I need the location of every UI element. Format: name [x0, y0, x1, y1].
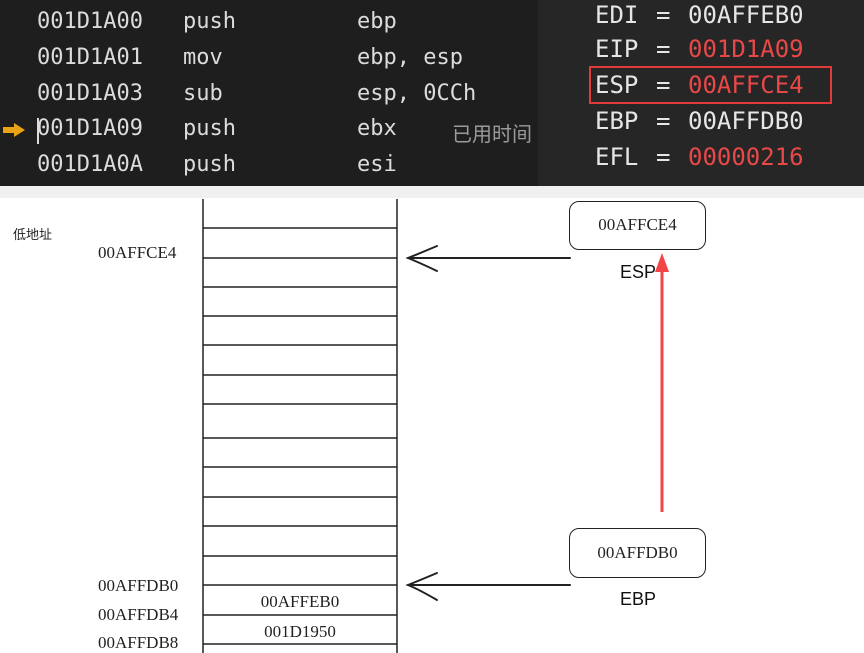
disassembly-row-current[interactable]: 001D1A09 push ebx 已用时间: [0, 112, 538, 148]
instruction-address: 001D1A03: [37, 81, 143, 106]
right-arrow-icon: [3, 123, 25, 137]
ebp-pointer-box: 00AFFDB0: [569, 528, 706, 578]
instruction-address: 001D1A0A: [37, 152, 143, 177]
stack-address-label: 00AFFDB8: [98, 633, 179, 652]
register-value: 00AFFCE4: [688, 71, 804, 99]
register-row-efl[interactable]: EFL = 00000216: [538, 142, 864, 178]
register-row-edi[interactable]: EDI = 00AFFEB0: [538, 0, 864, 36]
equals-sign: =: [656, 1, 671, 29]
elapsed-time-hint: 已用时间: [452, 122, 532, 146]
disassembly-view[interactable]: 001D1A00 push ebp 001D1A01 mov ebp, esp …: [0, 0, 538, 190]
register-name: EIP: [595, 35, 639, 63]
panel-divider: [0, 186, 864, 198]
stack-address-label: 00AFFDB0: [98, 576, 179, 595]
instruction-mnemonic: mov: [183, 45, 223, 70]
disassembly-row[interactable]: 001D1A00 push ebp: [0, 5, 538, 41]
register-name: EDI: [595, 1, 639, 29]
register-value: 00AFFDB0: [688, 107, 804, 135]
instruction-operands: esi: [357, 152, 397, 177]
register-row-eip[interactable]: EIP = 001D1A09: [538, 34, 864, 70]
equals-sign: =: [656, 107, 671, 135]
up-arrow-icon: [655, 253, 669, 512]
ebp-caption: EBP: [620, 589, 657, 609]
disassembly-row[interactable]: 001D1A01 mov ebp, esp: [0, 41, 538, 77]
register-value: 00000216: [688, 143, 804, 171]
ebp-pointer-value: 00AFFDB0: [597, 543, 678, 562]
instruction-operands: ebp: [357, 9, 397, 34]
registers-view[interactable]: EDI = 00AFFEB0 EIP = 001D1A09 ESP = 00AF…: [538, 0, 864, 190]
instruction-operands: ebp, esp: [357, 45, 463, 70]
stack-cell-value: 001D1950: [264, 622, 336, 641]
low-address-label: 低地址: [13, 228, 53, 243]
text-caret: [37, 118, 39, 144]
instruction-mnemonic: push: [183, 152, 236, 177]
debugger-panel: 001D1A00 push ebp 001D1A01 mov ebp, esp …: [0, 0, 864, 198]
equals-sign: =: [656, 71, 671, 99]
register-name: EFL: [595, 143, 639, 171]
instruction-address: 001D1A00: [37, 9, 143, 34]
equals-sign: =: [656, 143, 671, 171]
register-row-esp[interactable]: ESP = 00AFFCE4: [538, 70, 864, 106]
register-name: ESP: [595, 71, 639, 99]
instruction-mnemonic: push: [183, 116, 236, 141]
left-arrow-icon: [405, 245, 571, 272]
equals-sign: =: [656, 35, 671, 63]
esp-pointer-value: 00AFFCE4: [598, 215, 677, 234]
register-value: 00AFFEB0: [688, 1, 804, 29]
stack-address-label: 00AFFCE4: [98, 243, 177, 262]
instruction-mnemonic: sub: [183, 81, 223, 106]
register-row-ebp[interactable]: EBP = 00AFFDB0: [538, 106, 864, 142]
disassembly-row[interactable]: 001D1A0A push esi: [0, 148, 538, 184]
disassembly-row[interactable]: 001D1A03 sub esp, 0CCh: [0, 77, 538, 113]
instruction-operands: esp, 0CCh: [357, 81, 477, 106]
stack-frame: [202, 199, 398, 653]
left-arrow-icon: [405, 572, 571, 601]
instruction-address: 001D1A09: [37, 116, 143, 141]
esp-caption: ESP: [620, 262, 657, 282]
stack-address-label: 00AFFDB4: [98, 605, 179, 624]
instruction-mnemonic: push: [183, 9, 236, 34]
register-name: EBP: [595, 107, 639, 135]
esp-highlight-box: [589, 66, 832, 104]
stack-cell-value: 00AFFEB0: [260, 592, 340, 611]
register-value: 001D1A09: [688, 35, 804, 63]
instruction-operands: ebx: [357, 116, 397, 141]
esp-pointer-box: 00AFFCE4: [569, 201, 706, 250]
instruction-address: 001D1A01: [37, 45, 143, 70]
